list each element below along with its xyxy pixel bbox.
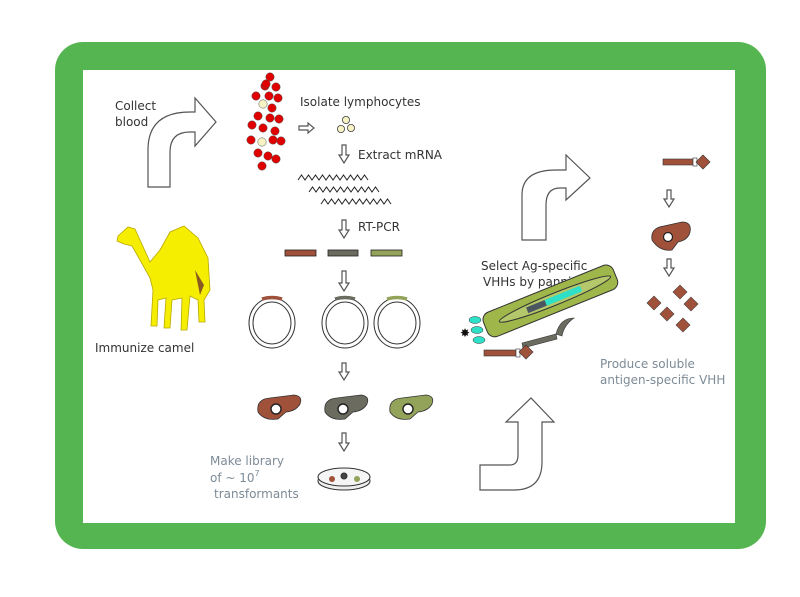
- red-blood-cell: [264, 91, 274, 101]
- mrna-strand: [308, 186, 380, 193]
- petri-dish: [317, 467, 371, 491]
- produce-label-line1: Produce soluble: [600, 357, 695, 371]
- vhh-diamond: [659, 306, 675, 322]
- produce-label-line2: antigen-specific VHH: [600, 373, 725, 387]
- vhh-diamond: [646, 295, 662, 311]
- red-blood-cell: [251, 91, 261, 101]
- down-arrow-icon: [337, 432, 351, 453]
- make-library-line2: of ~ 107: [210, 469, 260, 485]
- gray-antibody-hook: [521, 317, 575, 349]
- vhh-antigen-complex: [483, 344, 534, 360]
- pcr-products: [284, 249, 403, 257]
- curved-arrow-icon: [479, 397, 556, 491]
- bacteria: [257, 394, 434, 420]
- bacterium: [257, 394, 302, 420]
- bacterium: [651, 221, 691, 251]
- plasmids: [248, 295, 421, 349]
- red-blood-cell: [267, 103, 277, 113]
- blood-cells: [246, 72, 286, 171]
- red-blood-cell: [258, 123, 268, 133]
- red-blood-cell: [253, 148, 263, 158]
- red-blood-cell: [271, 154, 281, 164]
- mrna-waves: [297, 174, 392, 205]
- extract-mrna-label: Extract mRNA: [358, 148, 443, 162]
- plasmid: [373, 295, 421, 349]
- bacterium: [324, 394, 369, 420]
- lymphocyte-cell: [257, 137, 267, 147]
- bacterium: [389, 394, 434, 420]
- make-library-line1: Make library: [210, 454, 284, 468]
- immunize-camel-label: Immunize camel: [95, 341, 194, 355]
- curved-arrow-icon: [147, 96, 217, 188]
- vhh-diamond: [683, 296, 699, 312]
- red-blood-cell: [274, 114, 284, 124]
- down-arrow-icon: [662, 189, 676, 209]
- red-blood-cell: [247, 120, 257, 130]
- vhh-diamond: [672, 284, 688, 300]
- red-blood-cell: [246, 135, 256, 145]
- isolate-lymphocytes-label: Isolate lymphocytes: [300, 95, 420, 109]
- mrna-strand: [297, 174, 369, 181]
- red-blood-cell: [265, 113, 275, 123]
- down-arrow-icon: [337, 270, 351, 293]
- curved-arrow-icon: [521, 153, 591, 241]
- red-blood-cell: [253, 111, 263, 121]
- red-blood-cell: [268, 135, 278, 145]
- down-arrow-icon: [337, 362, 351, 382]
- right-arrow-icon: [298, 121, 315, 135]
- collect-label-line2: blood: [115, 115, 148, 129]
- red-blood-cell: [263, 151, 273, 161]
- make-library-line3: transformants: [214, 487, 299, 501]
- lymphocytes: [336, 116, 355, 134]
- soluble-vhh-diamonds: [646, 284, 699, 333]
- mrna-strand: [320, 198, 392, 205]
- collect-label-line1: Collect: [115, 99, 156, 113]
- down-arrow-icon: [337, 144, 351, 165]
- red-blood-cell: [273, 93, 283, 103]
- antigen-star-icon: ✸: [460, 326, 470, 340]
- select-label-line1: Select Ag-specific: [481, 259, 587, 273]
- vhh-antigen-complex: [662, 154, 711, 170]
- plasmid: [321, 295, 369, 349]
- red-blood-cell: [270, 126, 280, 136]
- down-arrow-icon: [337, 219, 351, 240]
- plasmid: [248, 295, 296, 349]
- down-arrow-icon: [662, 258, 676, 278]
- lymphocyte-cell: [258, 99, 268, 109]
- red-blood-cell: [276, 136, 286, 146]
- red-blood-cell: [261, 79, 271, 89]
- phage-proteins: [468, 316, 486, 344]
- vhh-diamond: [675, 317, 691, 333]
- red-blood-cell: [265, 72, 275, 82]
- red-blood-cell: [257, 161, 267, 171]
- camel-icon: [116, 225, 211, 331]
- phage-tube: [482, 264, 619, 338]
- red-blood-cell: [271, 82, 281, 92]
- rt-pcr-label: RT-PCR: [358, 220, 400, 234]
